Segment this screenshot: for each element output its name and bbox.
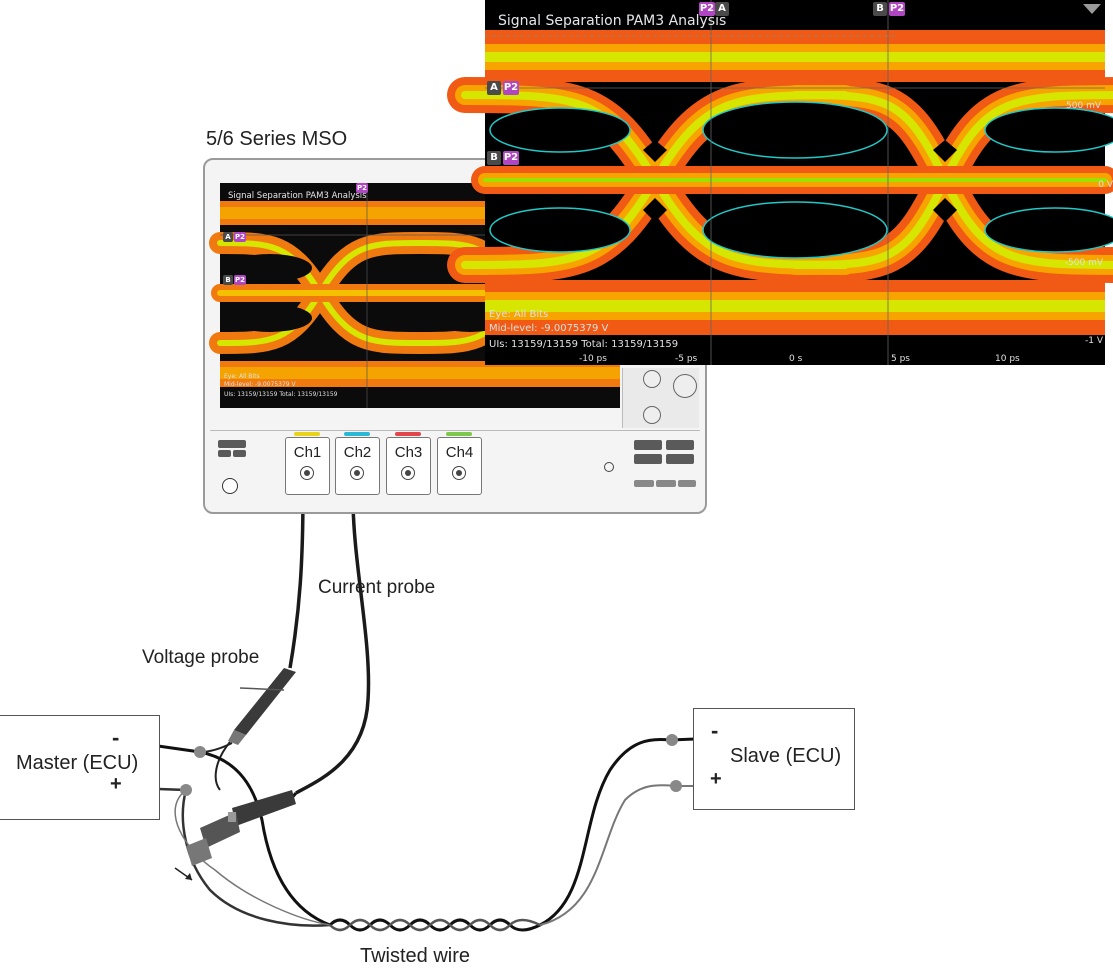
zoom-tag-a-top: A [715, 2, 729, 16]
slave-minus-label: - [711, 718, 719, 743]
master-minus-terminal [194, 746, 206, 758]
oscilloscope-model-label: 5/6 Series MSO [206, 128, 348, 150]
current-probe-label: Current probe [318, 577, 436, 598]
wire-minus [129, 740, 331, 927]
scope-left-button-b[interactable] [233, 450, 246, 457]
wire-slave-minus [539, 736, 721, 927]
small-tag-p2-b: P2 [234, 275, 246, 285]
master-minus-label: - [112, 725, 120, 750]
channel-1-label: Ch1 [293, 444, 322, 461]
master-ecu-box [0, 715, 160, 820]
channel-2-connector[interactable] [350, 466, 364, 480]
aux-trig-connector[interactable] [604, 462, 614, 472]
scope-right-button-2[interactable] [666, 440, 694, 450]
master-ecu-label: Master (ECU) [16, 752, 139, 774]
zoom-tag-p2-top-b: P2 [889, 2, 905, 16]
channel-1-input[interactable]: Ch1 [285, 432, 330, 495]
scope-knob-b[interactable] [673, 374, 697, 398]
midlevel-label: Mid-level: -9.0075379 V [489, 323, 609, 334]
channel-4-color-bar [446, 432, 472, 436]
slave-ecu-label: Slave (ECU) [730, 745, 842, 767]
channel-3-color-bar [395, 432, 421, 436]
slave-plus-terminal [670, 780, 682, 792]
channel-2-input[interactable]: Ch2 [335, 432, 380, 495]
scope-right-button-4[interactable] [666, 454, 694, 464]
uis-label: UIs: 13159/13159 Total: 13159/13159 [489, 339, 679, 350]
zoomed-eye-diagram [447, 0, 1113, 365]
slave-plus-label: + [710, 768, 722, 790]
small-tag-a: A [223, 232, 233, 242]
slave-ecu-box [693, 708, 855, 810]
scope-right-button-3[interactable] [634, 454, 662, 464]
channel-3-input[interactable]: Ch3 [386, 432, 431, 495]
scope-left-button-top[interactable] [218, 440, 246, 448]
small-tag-p2-a: P2 [234, 232, 246, 242]
power-button[interactable] [222, 478, 238, 494]
zoom-tag-a-left: A [487, 81, 501, 95]
scope-left-button-a[interactable] [218, 450, 231, 457]
current-probe-clamp [174, 790, 298, 881]
scope-right-button-6[interactable] [656, 480, 676, 487]
zoomed-screen-title: Signal Separation PAM3 Analysis [498, 13, 727, 29]
small-screen-title: Signal Separation PAM3 Analysis [228, 191, 367, 201]
voltage-probe-cable [288, 491, 305, 669]
scope-right-button-1[interactable] [634, 440, 662, 450]
y-tick-minus-1v: -1 V [1085, 336, 1103, 346]
scope-knob-c[interactable] [643, 406, 661, 424]
scope-side-controls [622, 368, 699, 428]
channel-2-color-bar [344, 432, 370, 436]
wire-plus-outer [174, 789, 331, 926]
channel-4-connector[interactable] [452, 466, 466, 480]
zoom-tag-p2-b: P2 [503, 151, 519, 165]
zoomed-screen: Signal Separation PAM3 Analysis P2 A B P… [447, 0, 1113, 365]
x-tick-minus-10ps: -10 ps [579, 354, 607, 364]
x-tick-10ps: 10 ps [995, 354, 1020, 364]
voltage-probe [199, 668, 296, 791]
channel-2-label: Ch2 [343, 444, 372, 461]
current-probe-cable [295, 491, 371, 795]
x-tick-0s: 0 s [789, 354, 803, 364]
master-plus-terminal [180, 784, 192, 796]
eye-label: Eye: All Bits [489, 309, 549, 320]
small-tag-p2-top: P2 [356, 183, 368, 193]
small-eye-label: Eye: All Bits [224, 373, 260, 380]
scope-lower-panel [210, 430, 700, 431]
scope-right-button-5[interactable] [634, 480, 654, 487]
slave-minus-terminal [666, 734, 678, 746]
channel-3-label: Ch3 [394, 444, 423, 461]
y-tick-minus-500mv: -500 mV [1064, 258, 1103, 268]
master-plus-label: + [110, 773, 122, 795]
channel-4-input[interactable]: Ch4 [437, 432, 482, 495]
y-tick-500mv: 500 mV [1066, 101, 1101, 111]
wire-plus [129, 786, 331, 927]
x-tick-5ps: 5 ps [891, 354, 910, 364]
small-midlevel-label: Mid-level: -9.0075379 V [224, 381, 296, 388]
small-uis-label: UIs: 13159/13159 Total: 13159/13159 [224, 391, 338, 398]
channel-4-label: Ch4 [445, 444, 474, 461]
zoom-tag-b-left: B [487, 151, 501, 165]
small-tag-b: B [223, 275, 233, 285]
x-tick-minus-5ps: -5 ps [675, 354, 698, 364]
twisted-wire-section [328, 918, 541, 932]
zoom-tag-b-top: B [873, 2, 887, 16]
y-tick-0v: 0 V [1098, 180, 1113, 190]
channel-1-color-bar [294, 432, 320, 436]
channel-1-connector[interactable] [300, 466, 314, 480]
zoom-tag-p2-a: P2 [503, 81, 519, 95]
channel-3-connector[interactable] [401, 466, 415, 480]
wire-slave-plus [539, 784, 720, 926]
scope-right-button-7[interactable] [678, 480, 696, 487]
voltage-probe-label: Voltage probe [142, 647, 260, 668]
scope-knob-a[interactable] [643, 370, 661, 388]
twisted-wire-label: Twisted wire [360, 945, 471, 967]
zoom-tag-p2-top: P2 [699, 2, 715, 16]
